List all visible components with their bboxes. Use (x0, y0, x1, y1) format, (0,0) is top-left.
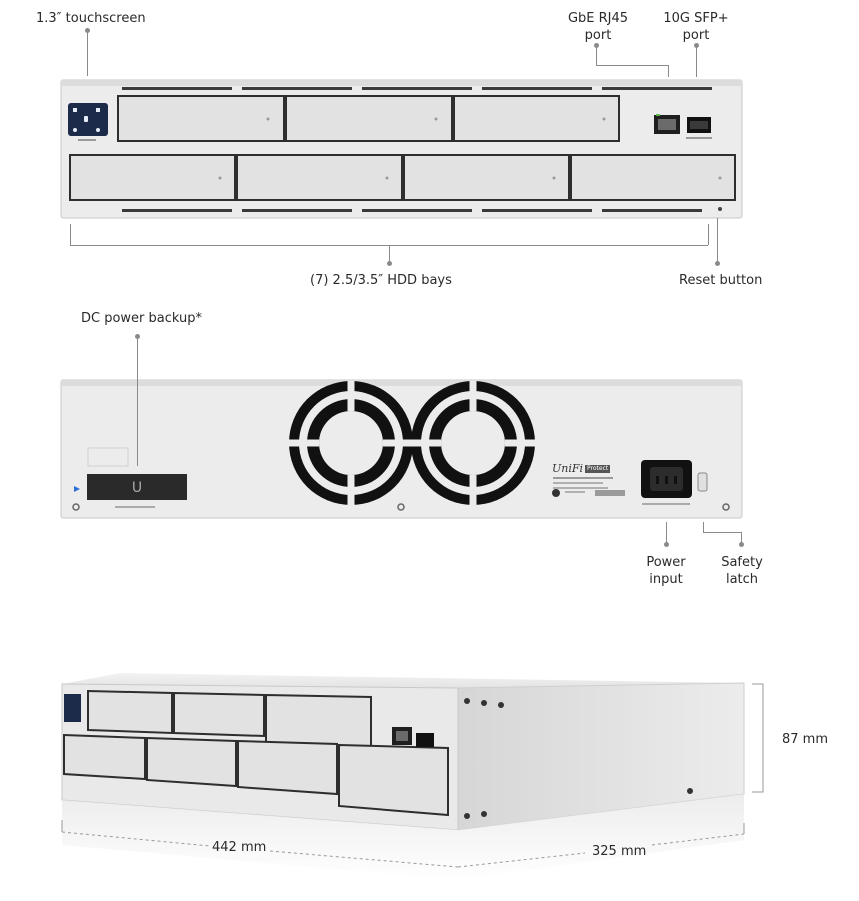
power-input-label: Power input (646, 555, 686, 587)
rear-product-badge: Protect (585, 465, 611, 473)
hdd-bay-2 (285, 95, 453, 142)
rear-view-illustration: U (60, 379, 743, 519)
depth-dimension-label: 325 mm (592, 844, 647, 859)
reset-button-label: Reset button (679, 273, 763, 288)
dc-power-module (87, 474, 187, 500)
fan-right (411, 381, 535, 505)
touchscreen-label: 1.3″ touchscreen (36, 11, 146, 26)
hdd-bays-label: (7) 2.5/3.5″ HDD bays (310, 273, 452, 288)
fan-left (289, 381, 413, 505)
hdd-bay-7 (570, 154, 736, 201)
hdd-bay-4 (69, 154, 236, 201)
width-dimension-label: 442 mm (212, 840, 267, 855)
sfp-port-label: 10G SFP+ port (663, 11, 729, 43)
safety-latch-label: Safety latch (721, 555, 763, 587)
front-view-illustration (60, 79, 743, 219)
hdd-bay-6 (403, 154, 570, 201)
rear-brand-logo: UniFi (552, 462, 584, 475)
hdd-bay-3 (453, 95, 620, 142)
safety-latch (697, 472, 708, 492)
dc-power-label: DC power backup* (81, 311, 203, 326)
reset-hole (718, 207, 722, 211)
svg-text:U: U (132, 480, 142, 496)
hdd-bay-5 (236, 154, 403, 201)
height-dimension-label: 87 mm (782, 732, 829, 747)
hdd-bay-1 (117, 95, 285, 142)
gbe-port-label: GbE RJ45 port (567, 11, 629, 43)
